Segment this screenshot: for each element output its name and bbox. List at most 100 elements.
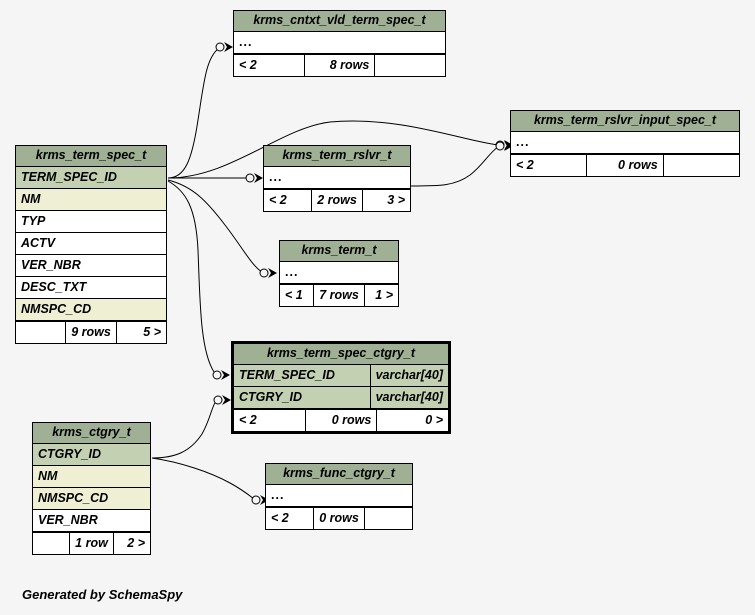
footer-parent-count: < 1 — [285, 288, 303, 302]
table-title-krms_term_rslvr_t[interactable]: krms_term_rslvr_t — [264, 146, 410, 167]
relationship-rel-rslvr-to-rslvr-input — [410, 141, 513, 187]
relationship-rel-term-spec-to-cntxt-vld — [167, 42, 233, 179]
column-name: VER_NBR — [38, 513, 98, 527]
relationship-line — [167, 179, 263, 273]
footer-row-count: 9 rows — [65, 322, 116, 343]
table-title-krms_func_ctgry_t[interactable]: krms_func_ctgry_t — [266, 464, 412, 485]
column-name: NMSPC_CD — [21, 302, 92, 316]
footer-row-count: 0 rows — [304, 410, 377, 431]
table-title-krms_ctgry_t[interactable]: krms_ctgry_t — [33, 423, 150, 444]
column-name: ... — [285, 265, 299, 279]
table-title-krms_term_rslvr_input_spec_t[interactable]: krms_term_rslvr_input_spec_t — [511, 111, 739, 132]
table-title-krms_term_t[interactable]: krms_term_t — [280, 241, 398, 262]
footer-parent-count — [16, 322, 65, 343]
relationship-arrowhead — [254, 173, 263, 183]
table-row: ... — [280, 262, 398, 284]
footer-parent-count: < 2 — [239, 58, 257, 72]
relationship-rel-term-spec-to-term — [167, 179, 277, 278]
column-name: NM — [38, 469, 58, 483]
column-name: NM — [21, 192, 41, 206]
footer-parent-count: < 2 — [239, 413, 257, 427]
relationship-rel-ctgry-to-spec-ctgry — [151, 395, 231, 459]
column-name: ... — [239, 35, 253, 49]
relationship-line — [410, 146, 499, 187]
table-row: ... — [266, 485, 412, 507]
cardinality-zero-circle — [259, 268, 269, 278]
table-row: NMSPC_CD — [33, 488, 150, 510]
column-name: ... — [269, 170, 283, 184]
table-row: NM — [33, 466, 150, 488]
relationship-rel-ctgry-to-func-ctgry — [151, 457, 269, 505]
footer-child-count: 2 > — [112, 533, 150, 554]
relationship-line — [167, 180, 215, 373]
footer-row-count: 0 rows — [586, 155, 662, 176]
column-name: TERM_SPEC_ID — [21, 170, 117, 184]
relationship-arrowhead — [222, 395, 231, 405]
table-row: ACTV — [16, 233, 166, 255]
table-row: NMSPC_CD — [16, 299, 166, 321]
column-name: ... — [516, 135, 530, 149]
footer-child-count: 0 > — [376, 410, 448, 431]
footer-child-count: 1 > — [363, 285, 398, 306]
column-name: CTGRY_ID — [239, 390, 302, 404]
generated-by-label: Generated by SchemaSpy — [22, 587, 183, 602]
table-title-krms_cntxt_vld_term_spec_t[interactable]: krms_cntxt_vld_term_spec_t — [234, 11, 445, 32]
cardinality-zero-circle — [215, 42, 225, 52]
footer-row-count: 2 rows — [311, 190, 362, 211]
relationship-arrowhead — [268, 268, 277, 278]
table-footer: < 2 0 rows — [266, 507, 412, 529]
footer-parent-count: < 2 — [269, 193, 287, 207]
column-name: ACTV — [21, 236, 56, 250]
cardinality-zero-circle — [495, 140, 505, 150]
footer-row-count: 7 rows — [313, 285, 364, 306]
column-type: varchar[40] — [369, 365, 448, 386]
table-title-krms_term_spec_ctgry_t[interactable]: krms_term_spec_ctgry_t — [234, 344, 448, 365]
table-row: VER_NBR — [16, 255, 166, 277]
cardinality-zero-circle — [213, 395, 223, 405]
footer-child-count — [374, 55, 445, 76]
column-name: NMSPC_CD — [38, 491, 109, 505]
relationship-arrowhead — [221, 370, 230, 380]
footer-child-count: 3 > — [361, 190, 410, 211]
column-name: VER_NBR — [21, 258, 81, 272]
column-name: ... — [271, 488, 285, 502]
table-row: TERM_SPEC_ID — [16, 167, 166, 189]
table-row: VER_NBR — [33, 510, 150, 532]
table-row: CTGRY_ID — [33, 444, 150, 466]
footer-parent-count — [33, 533, 69, 554]
cardinality-zero-circle — [251, 495, 261, 505]
table-row: ... — [264, 167, 410, 189]
table-row: ... — [234, 32, 445, 54]
relationship-arrowhead — [224, 42, 233, 52]
cardinality-zero-circle — [212, 370, 222, 380]
relationship-line — [151, 400, 217, 459]
column-type: varchar[40] — [369, 387, 448, 408]
footer-parent-count: < 2 — [271, 511, 289, 525]
table-row: CTGRY_ID varchar[40] — [234, 387, 448, 409]
column-name: CTGRY_ID — [38, 447, 101, 461]
footer-child-count — [363, 508, 412, 529]
table-krms_func_ctgry_t[interactable]: krms_func_ctgry_t... < 2 0 rows — [265, 463, 413, 530]
relationship-line — [151, 457, 255, 500]
cardinality-zero-circle — [245, 173, 255, 183]
table-row: ... — [511, 132, 739, 154]
table-title-krms_term_spec_t[interactable]: krms_term_spec_t — [16, 146, 166, 167]
footer-row-count: 0 rows — [313, 508, 364, 529]
table-row: DESC_TXT — [16, 277, 166, 299]
